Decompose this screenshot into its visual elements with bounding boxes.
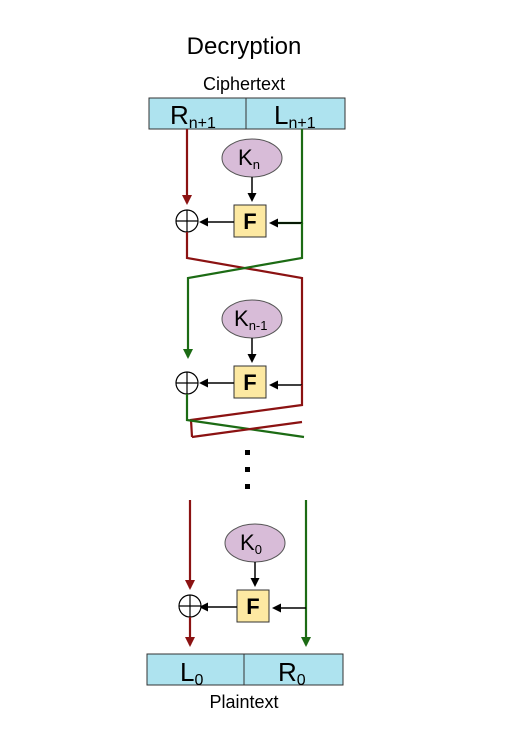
ciphertext-r-label: Rn+1: [170, 100, 216, 132]
round-1: Kn F: [175, 129, 304, 385]
ellipsis-dots: [245, 450, 250, 489]
round-final: K0 F: [178, 500, 311, 647]
round-1-key-label: Kn: [238, 145, 260, 172]
round-2: Kn-1 F: [175, 299, 305, 439]
ciphertext-label: Ciphertext: [203, 74, 285, 94]
round-2-f-label: F: [243, 370, 256, 395]
plaintext-l-label: L0: [180, 657, 203, 689]
ciphertext-block-left-cell: [148, 97, 346, 130]
round-2-f-box: [233, 365, 267, 399]
plaintext-r-label: R0: [278, 657, 306, 689]
round-1-f-box: [233, 204, 267, 238]
round-final-key-label: K0: [240, 530, 262, 557]
round-1-f-label: F: [243, 209, 256, 234]
plaintext-label: Plaintext: [209, 692, 278, 712]
diagram-title: Decryption: [187, 33, 302, 60]
ciphertext-block: Rn+1 Ln+1: [148, 97, 346, 132]
plaintext-block: L0 R0: [146, 653, 344, 689]
round-final-f-box: [236, 589, 270, 623]
plaintext-block-cells: [146, 653, 344, 686]
round-final-f-label: F: [246, 594, 259, 619]
ciphertext-l-label: Ln+1: [274, 100, 316, 132]
round-2-key-label: Kn-1: [234, 306, 267, 333]
